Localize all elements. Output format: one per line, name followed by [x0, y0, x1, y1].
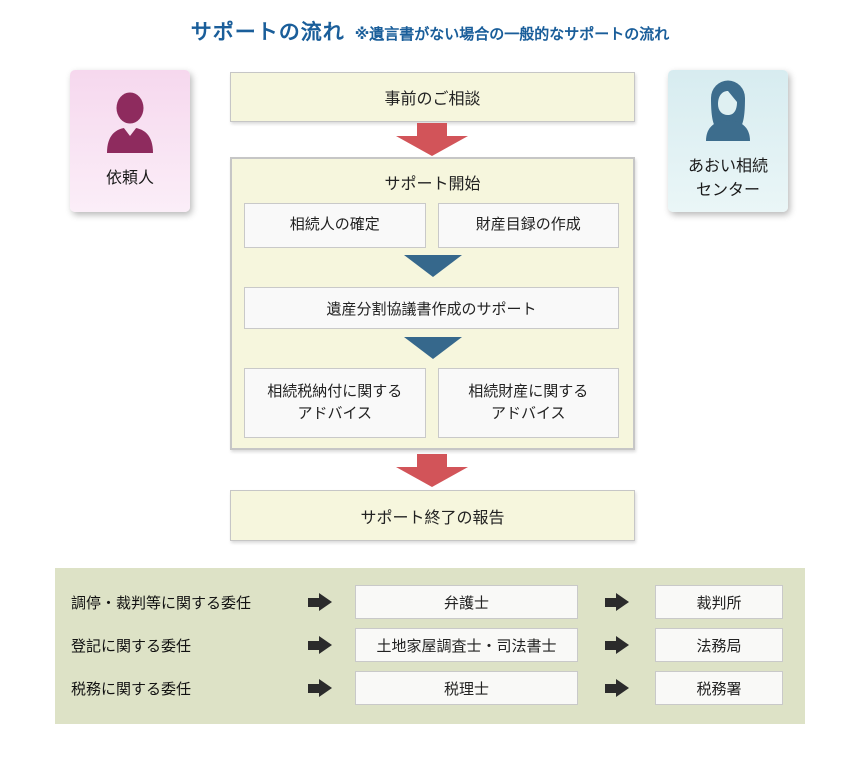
center-person-icon — [700, 79, 756, 146]
right-arrow-icon — [308, 636, 332, 654]
delegation-label: 調停・裁判等に関する委任 — [71, 594, 252, 612]
right-arrow-icon — [604, 679, 629, 697]
center-label: あおい相続 センター — [687, 158, 768, 199]
client-person-icon — [103, 91, 157, 158]
support-start-label: サポート開始 — [384, 176, 481, 193]
down-triangle-blue-icon — [403, 255, 462, 277]
down-arrow-red-icon — [396, 123, 468, 156]
step-pre-consultation: 事前のご相談 — [230, 72, 635, 122]
delegations-panel: 調停・裁判等に関する委任 弁護士 裁判所 登記に関する委任 土地家屋調査士・司法… — [55, 568, 805, 724]
task-tax-payment-advice: 相続税納付に関する アドバイス — [244, 368, 426, 438]
page-title-main: サポートの流れ — [190, 21, 345, 44]
task-row-2: 相続税納付に関する アドバイス 相続財産に関する アドバイス — [244, 368, 619, 438]
down-triangle-blue-icon — [403, 337, 462, 359]
right-arrow-icon — [604, 636, 629, 654]
task-heir-confirmation: 相続人の確定 — [244, 203, 426, 248]
step-final-report: サポート終了の報告 — [230, 490, 635, 541]
task-asset-inventory: 財産目録の作成 — [437, 203, 619, 248]
client-label: 依頼人 — [105, 170, 154, 187]
right-arrow-icon — [604, 593, 629, 611]
delegation-label: 登記に関する委任 — [71, 637, 192, 655]
delegation-destination: 法務局 — [655, 628, 783, 662]
delegation-label: 税務に関する委任 — [71, 680, 192, 698]
page-title: サポートの流れ ※遺言書がない場合の一般的なサポートの流れ — [0, 16, 860, 46]
delegation-professional: 土地家屋調査士・司法書士 — [355, 628, 578, 662]
page-title-note: ※遺言書がない場合の一般的なサポートの流れ — [354, 26, 670, 43]
task-row-1: 相続人の確定 財産目録の作成 — [244, 203, 619, 248]
delegation-destination: 裁判所 — [655, 585, 783, 619]
delegation-row: 税務に関する委任 税理士 税務署 — [55, 671, 805, 705]
inheritance-center-card: あおい相続 センター — [668, 70, 788, 212]
delegation-row: 調停・裁判等に関する委任 弁護士 裁判所 — [55, 585, 805, 619]
delegation-destination: 税務署 — [655, 671, 783, 705]
client-card: 依頼人 — [70, 70, 190, 212]
step-pre-consultation-label: 事前のご相談 — [384, 91, 481, 108]
step-final-report-label: サポート終了の報告 — [360, 509, 505, 527]
delegation-professional: 税理士 — [355, 671, 578, 705]
delegation-professional: 弁護士 — [355, 585, 578, 619]
right-arrow-icon — [308, 593, 332, 611]
task-division-agreement: 遺産分割協議書作成のサポート — [244, 287, 619, 329]
down-arrow-red-icon — [396, 454, 468, 487]
support-panel: サポート開始 相続人の確定 財産目録の作成 遺産分割協議書作成のサポート 相続税… — [230, 157, 635, 450]
task-inherited-asset-advice: 相続財産に関する アドバイス — [437, 368, 619, 438]
delegation-row: 登記に関する委任 土地家屋調査士・司法書士 法務局 — [55, 628, 805, 662]
right-arrow-icon — [308, 679, 332, 697]
